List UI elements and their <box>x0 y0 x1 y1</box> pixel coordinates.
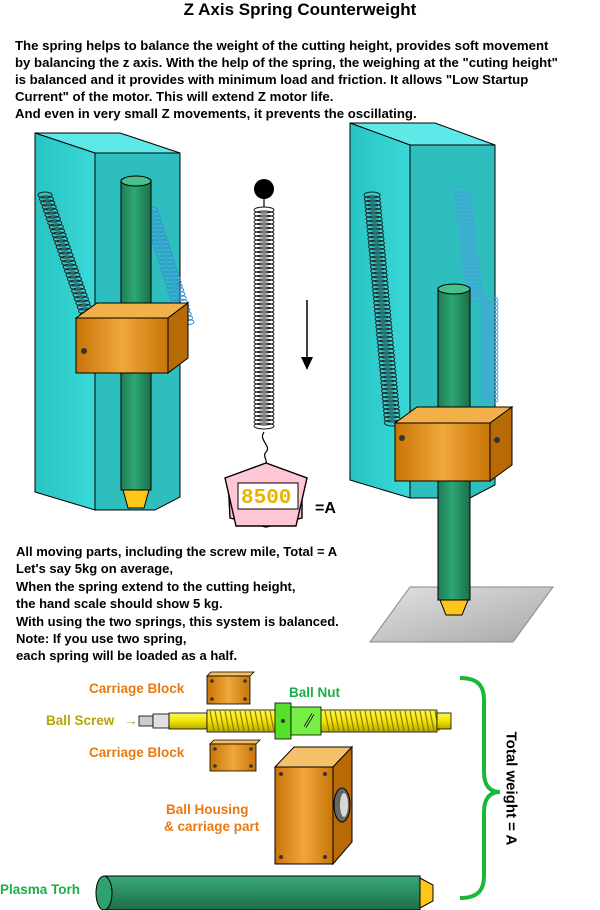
explain-line: With using the two springs, this system … <box>16 613 339 629</box>
intro-line: Current" of the motor. This will extend … <box>15 89 334 104</box>
intro-line: The spring helps to balance the weight o… <box>15 38 549 53</box>
label-ball-nut: Ball Nut <box>289 685 341 700</box>
carriage-block-1 <box>206 671 255 705</box>
intro-text: The spring helps to balance the weight o… <box>15 37 597 122</box>
plasma-torch <box>95 875 434 910</box>
intro-line: by balancing the z axis. With the help o… <box>15 55 558 70</box>
explain-line: All moving parts, including the screw mi… <box>16 544 338 559</box>
intro-line: And even in very small Z movements, it p… <box>15 106 417 121</box>
diagram-title: Z Axis Spring Counterweight <box>183 0 417 19</box>
ball-screw <box>138 709 452 733</box>
hanging-scale: 8500 <box>224 179 313 528</box>
explanation-text: All moving parts, including the screw mi… <box>16 543 396 665</box>
label-carriage-part: & carriage part <box>164 819 260 834</box>
right-assembly <box>349 122 554 643</box>
ball-housing <box>273 745 354 866</box>
parts-exploded <box>95 671 501 910</box>
explain-line: each spring will be loaded as a half. <box>16 648 238 664</box>
scale-display: 8500 <box>241 487 291 510</box>
carriage-block-2 <box>209 739 261 772</box>
explain-line: Let's say 5kg on average, <box>16 561 174 577</box>
explain-line: the hand scale should show 5 kg. <box>16 596 223 612</box>
scale-equals: =A <box>315 500 336 517</box>
label-plasma-torch: Plasma Torh <box>0 882 81 897</box>
total-brace <box>459 676 501 900</box>
label-carriage-block-1: Carriage Block <box>89 681 185 696</box>
total-weight-label: Total weight = A <box>502 731 520 846</box>
intro-line: is balanced and it provides with minimum… <box>15 72 529 87</box>
label-ball-housing: Ball Housing <box>166 802 249 817</box>
explain-line: Note: If you use two spring, <box>16 631 187 647</box>
ball-nut <box>274 702 322 740</box>
ball-screw-arrow: → <box>124 713 138 728</box>
label-ball-screw: Ball Screw <box>46 713 115 728</box>
explain-line: When the spring extend to the cutting he… <box>16 578 296 594</box>
left-assembly <box>34 132 195 511</box>
label-carriage-block-2: Carriage Block <box>89 745 185 760</box>
